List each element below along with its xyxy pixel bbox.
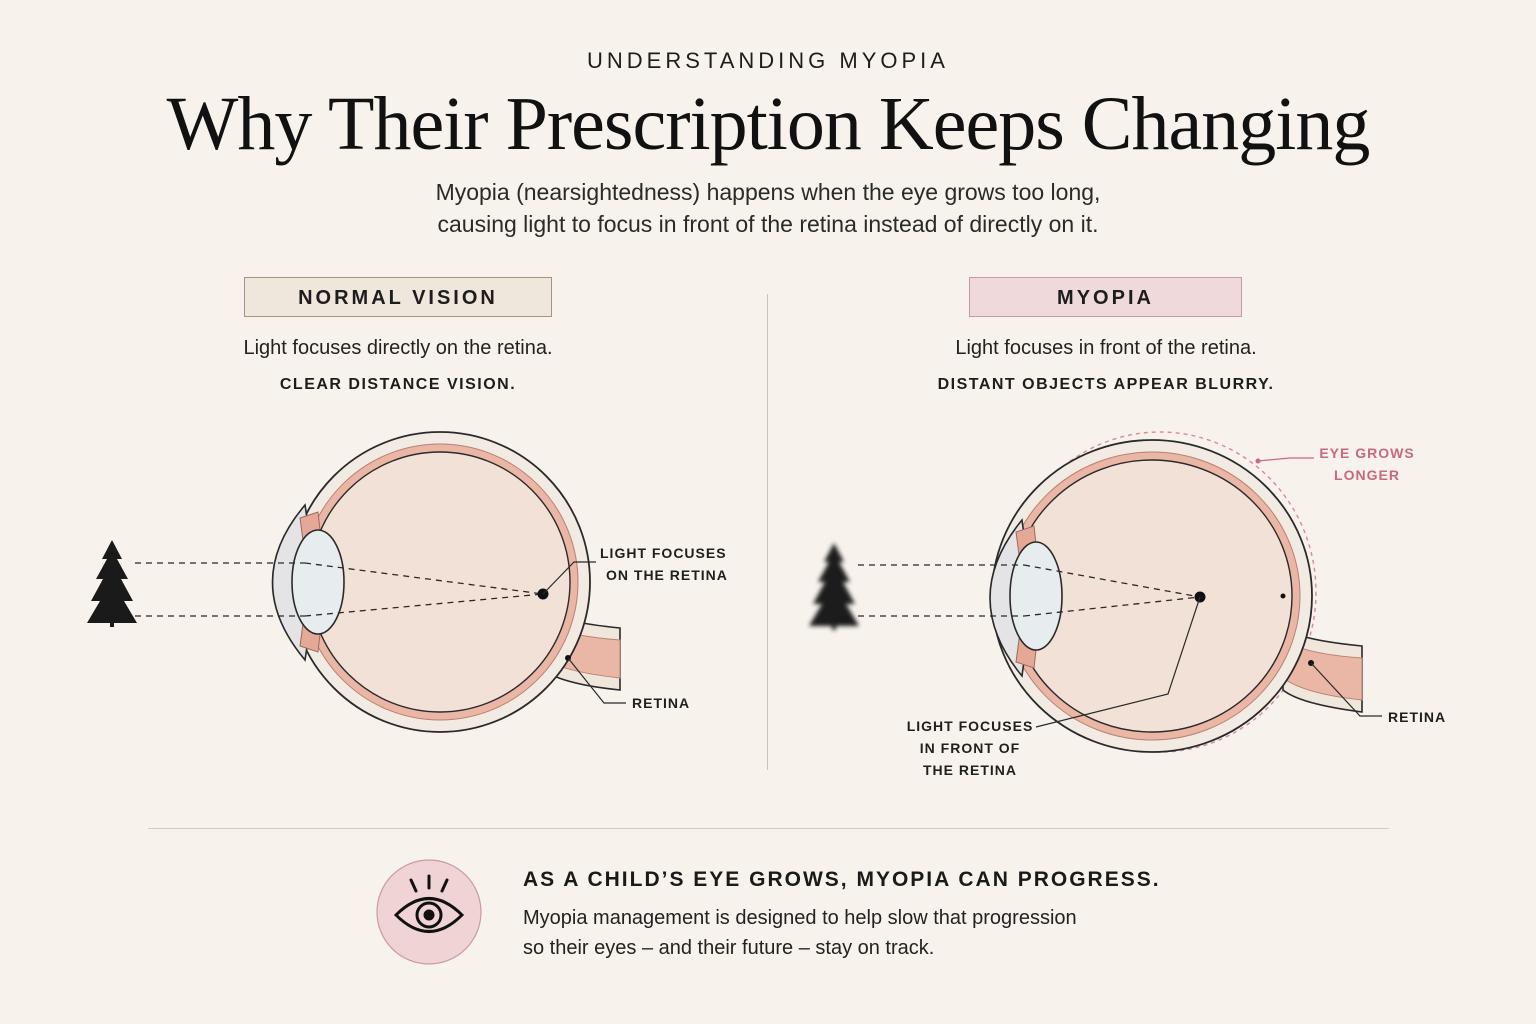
- normal-vitreous: [309, 451, 571, 713]
- eyebrow-label: UNDERSTANDING MYOPIA: [587, 48, 949, 73]
- normal-retina-label: RETINA: [632, 695, 691, 711]
- myopia-focus-leader: [1035, 596, 1201, 728]
- normal-focus-leader: [542, 561, 596, 595]
- eye-grows-label-line-1: EYE GROWS: [1319, 445, 1415, 461]
- myopia-lens: [1009, 541, 1063, 651]
- panel-divider: [767, 294, 768, 770]
- blurred-tree-icon: [809, 543, 859, 630]
- myopia-note: DISTANT OBJECTS APPEAR BLURRY.: [937, 376, 1275, 393]
- footer-title: AS A CHILD’S EYE GROWS, MYOPIA CAN PROGR…: [523, 868, 1161, 891]
- eye-grows-label: EYE GROWS LONGER: [1318, 442, 1416, 486]
- normal-focus-label: LIGHT FOCUSES ON THE RETINA: [600, 542, 728, 586]
- myopia-grows-leader: [1257, 457, 1314, 462]
- normal-retina-leader: [567, 657, 626, 704]
- page-subtitle: Myopia (nearsightedness) happens when th…: [0, 176, 1536, 240]
- myopia-ray-bottom-focus: [1023, 596, 1201, 617]
- myopia-badge: MYOPIA: [969, 277, 1242, 317]
- myopia-focus-label-line-3: THE RETINA: [923, 762, 1017, 778]
- myopia-retina-leader: [1310, 662, 1382, 717]
- normal-eye-diagram: [135, 431, 626, 733]
- normal-focus-label-line-2: ON THE RETINA: [606, 567, 728, 583]
- footer-body-line-1: Myopia management is designed to help sl…: [523, 907, 1077, 929]
- eye-icon-badge: [376, 859, 482, 965]
- myopia-focus-label-line-1: LIGHT FOCUSES: [906, 718, 1034, 734]
- eye-icon: [393, 874, 465, 933]
- normal-description: Light focuses directly on the retina.: [243, 337, 553, 359]
- myopia-focus-label: LIGHT FOCUSES IN FRONT OF THE RETINA: [905, 715, 1035, 781]
- tree-icon: [87, 540, 137, 627]
- myopia-ray-top-focus: [1023, 564, 1201, 598]
- myopia-retina-label: RETINA: [1388, 709, 1447, 725]
- subtitle-line-2: causing light to focus in front of the r…: [437, 211, 1099, 237]
- footer-body: Myopia management is designed to help sl…: [523, 903, 1077, 963]
- footer-body-line-2: so their eyes – and their future – stay …: [523, 937, 935, 959]
- normal-lens: [291, 529, 345, 635]
- myopia-retina-dot: [1280, 593, 1286, 599]
- footer-divider: [148, 828, 1389, 829]
- normal-note: CLEAR DISTANCE VISION.: [279, 376, 517, 393]
- myopia-eye-diagram: [858, 431, 1382, 753]
- normal-vision-badge: NORMAL VISION: [244, 277, 552, 317]
- normal-ray-top-focus: [304, 562, 544, 595]
- normal-focus-label-line-1: LIGHT FOCUSES: [600, 545, 727, 561]
- normal-ray-bottom-focus: [304, 593, 544, 617]
- myopia-description: Light focuses in front of the retina.: [955, 337, 1257, 359]
- subtitle-line-1: Myopia (nearsightedness) happens when th…: [435, 179, 1101, 205]
- myopia-focus-label-line-2: IN FRONT OF: [919, 740, 1021, 756]
- page-title: Why Their Prescription Keeps Changing: [166, 82, 1371, 166]
- eye-grows-label-line-2: LONGER: [1334, 467, 1400, 483]
